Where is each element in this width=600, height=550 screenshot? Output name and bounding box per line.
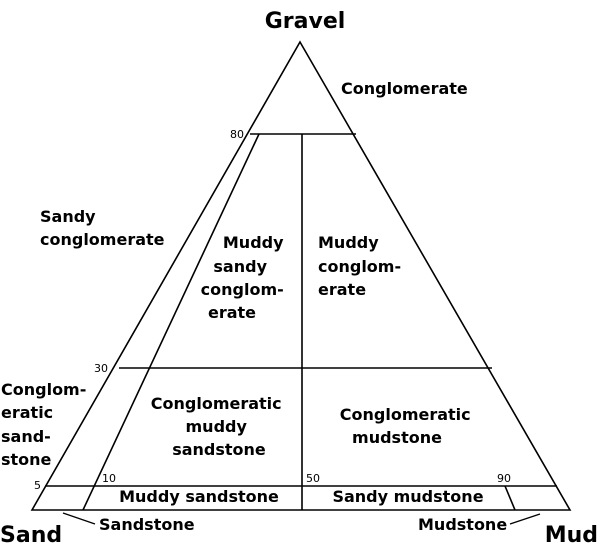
region-label-sandstone: Sandstone — [99, 515, 195, 534]
region-label-sandy-mudstone: Sandy mudstone — [332, 487, 483, 506]
vertex-label-mud: Mud — [545, 523, 598, 548]
tick-label-mud-90: 90 — [497, 472, 511, 485]
region-label-conglomerate: Conglomerate — [341, 79, 468, 98]
region-label-mudstone: Mudstone — [418, 515, 507, 534]
vertex-label-gravel: Gravel — [265, 9, 346, 34]
ternary-triangle-outline — [30, 40, 572, 511]
boundary-mud-ratio-10 — [82, 133, 260, 511]
tick-label-mud-50: 50 — [306, 472, 320, 485]
tick-label-mud-10: 10 — [102, 472, 116, 485]
region-label-conglomeratic-mudstone: Conglomeratic mudstone — [340, 405, 476, 447]
tick-label-gravel-80: 80 — [230, 128, 244, 141]
region-label-muddy-sandstone: Muddy sandstone — [119, 487, 279, 506]
region-label-muddy-conglomerate: Muddy conglom- erate — [318, 233, 407, 299]
region-label-conglomeratic-muddy-sandstone: Conglomeratic muddy sandstone — [151, 394, 287, 459]
region-label-conglomeratic-sandstone: Conglom- eratic sand- stone — [1, 380, 92, 469]
region-label-sandy-conglomerate: Sandy conglomerate — [40, 207, 165, 249]
tick-label-gravel-30: 30 — [94, 362, 108, 375]
leader-line-mudstone — [509, 513, 541, 525]
region-label-muddy-sandy-conglomerate: Muddy sandy conglom- erate — [201, 233, 290, 322]
leader-line-sandstone — [62, 512, 96, 525]
tick-label-gravel-5: 5 — [34, 479, 41, 492]
boundary-mud-ratio-90 — [504, 485, 516, 511]
vertex-label-sand: Sand — [0, 523, 62, 548]
